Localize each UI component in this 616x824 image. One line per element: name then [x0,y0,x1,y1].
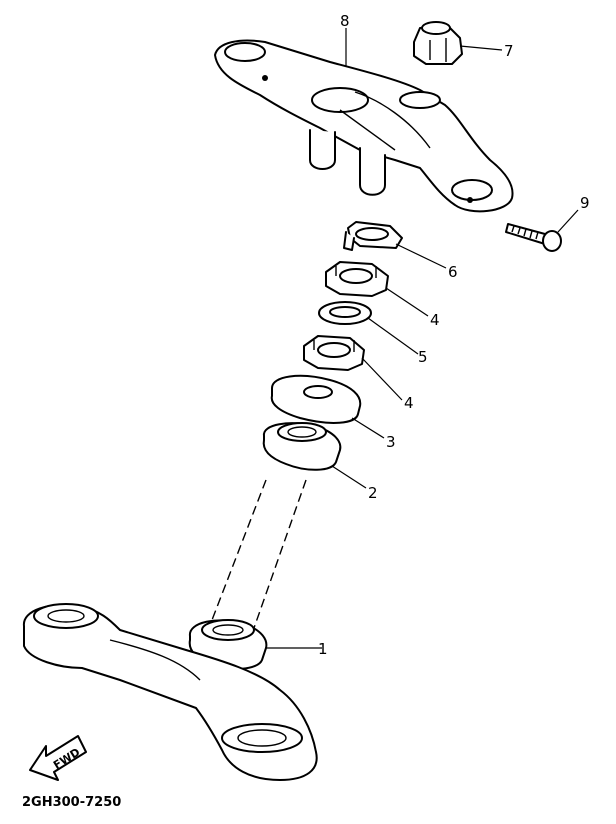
leader-lines [265,28,579,649]
upper-bearing [262,422,342,471]
cap-nut [413,21,463,65]
callout-2: 2 [368,484,378,502]
ring-nut-lower [303,335,365,371]
callout-6: 6 [448,263,458,281]
washer [318,301,372,325]
bearing-cover [270,374,362,424]
callout-4-lower: 4 [404,394,414,412]
forward-arrow-icon: FWD [29,735,87,781]
callout-1: 1 [318,640,328,658]
upper-bracket [214,39,514,213]
callout-4-upper: 4 [430,311,440,329]
stem-shaft [211,479,307,629]
callout-3: 3 [386,433,396,451]
ring-nut-upper [325,261,389,297]
diagram-code: 2GH300-7250 [22,795,121,810]
bolt [505,223,562,252]
callout-5: 5 [418,348,428,366]
callout-7: 7 [504,42,514,60]
lock-washer [343,221,403,251]
callout-8: 8 [340,12,350,30]
lower-bracket [22,603,318,781]
callout-9: 9 [580,194,590,212]
